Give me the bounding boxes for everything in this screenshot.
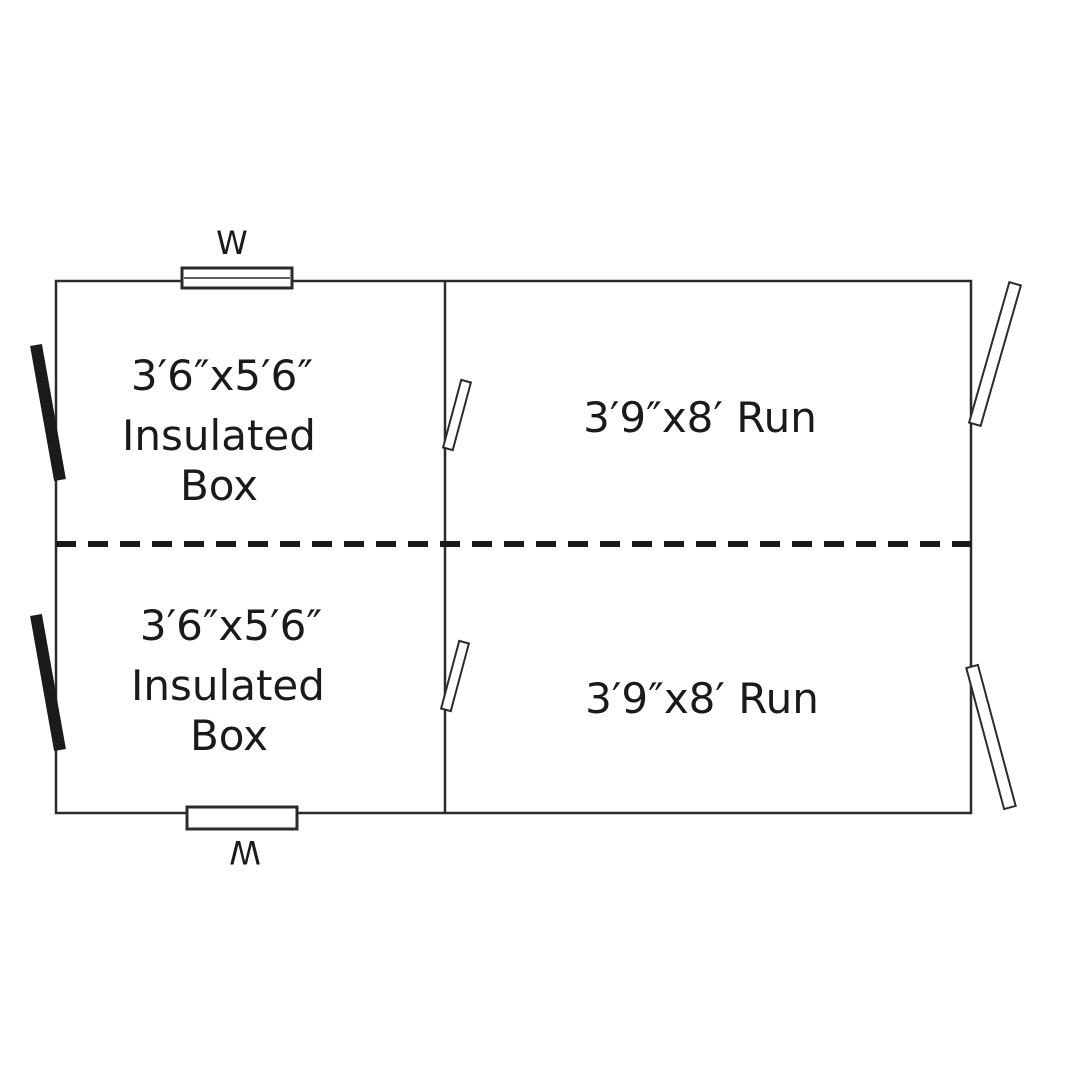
room-box-bottom: 3′6″x5′6″ Insulated Box xyxy=(131,601,325,760)
right-door-top xyxy=(967,280,1023,428)
bottom-window-label: W xyxy=(229,833,261,871)
bottom-window-label-group: W xyxy=(229,833,261,871)
center-door-top xyxy=(441,378,473,452)
bottom-window xyxy=(185,805,299,831)
room-run-top: 3′9″x8′ Run xyxy=(583,393,817,442)
right-door-bottom xyxy=(965,663,1017,811)
room-box-top-type: Insulated xyxy=(122,411,316,460)
center-door-bottom xyxy=(439,639,471,713)
room-box-top-size: 3′6″x5′6″ xyxy=(131,351,313,400)
left-door-bottom xyxy=(30,613,66,752)
room-box-bottom-size: 3′6″x5′6″ xyxy=(140,601,322,650)
room-box-top-noun: Box xyxy=(180,461,258,510)
room-box-top: 3′6″x5′6″ Insulated Box xyxy=(122,351,316,510)
room-run-bottom: 3′9″x8′ Run xyxy=(585,674,819,723)
left-door-top xyxy=(30,343,66,482)
room-box-bottom-noun: Box xyxy=(190,711,268,760)
room-box-bottom-type: Insulated xyxy=(131,661,325,710)
top-window-label: W xyxy=(216,224,248,262)
